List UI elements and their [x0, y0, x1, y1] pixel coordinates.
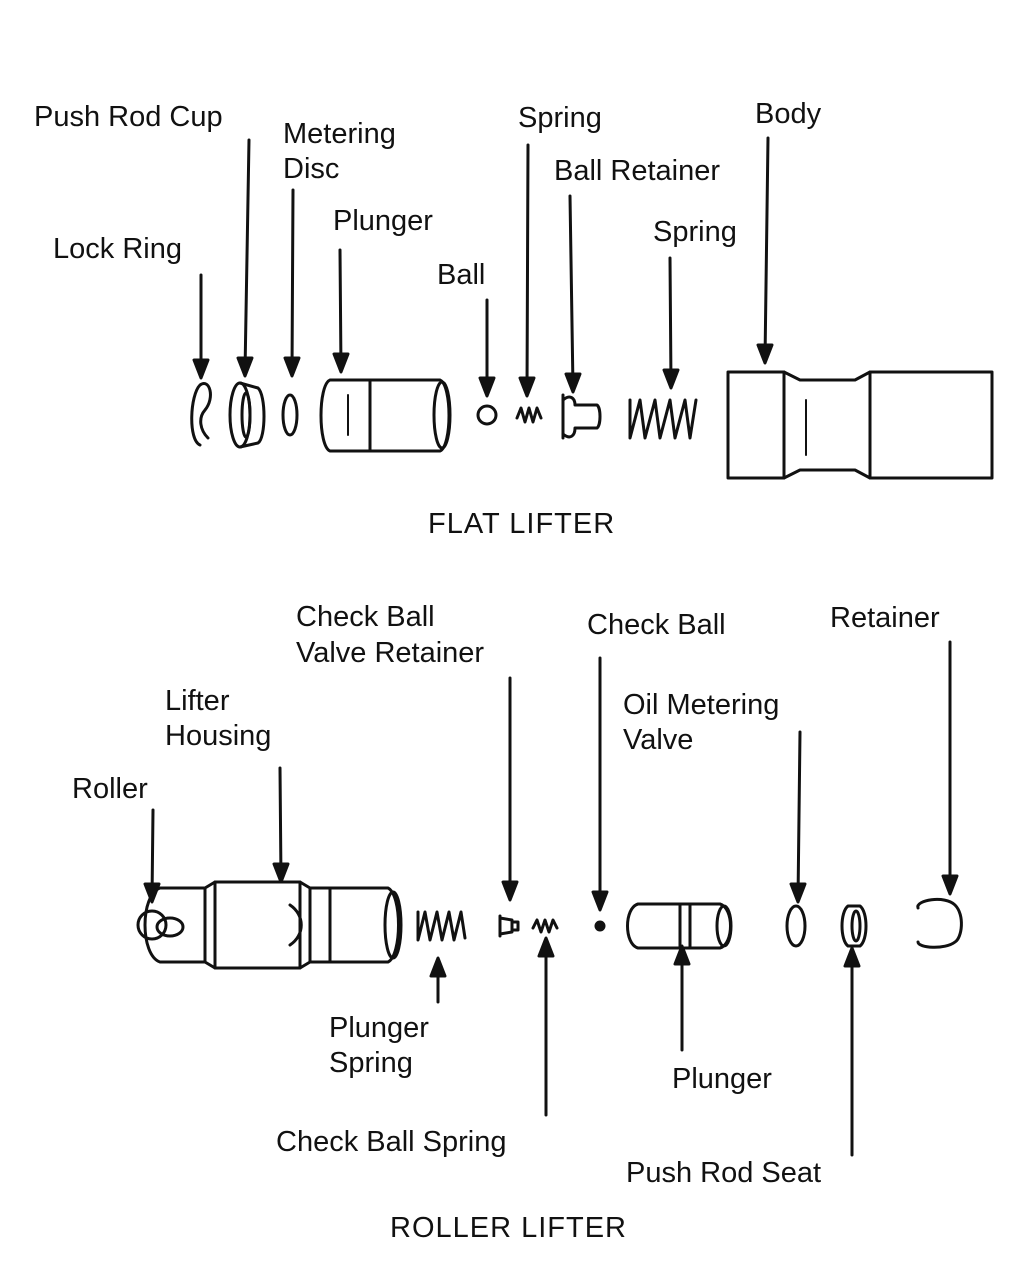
label-metering-disc-line1: Metering — [283, 118, 396, 150]
label-plunger-spring-line1: Plunger — [329, 1012, 429, 1044]
caption-flat-lifter: FLAT LIFTER — [428, 508, 616, 540]
roller-arrows — [143, 640, 959, 1157]
label-roller-plunger: Plunger — [672, 1063, 772, 1095]
flat-push-rod-cup — [228, 381, 266, 449]
roller-push-rod-seat — [840, 904, 868, 948]
roller-plunger — [626, 902, 733, 950]
label-oil-metering-valve-line2: Valve — [623, 724, 694, 756]
label-roller: Roller — [72, 773, 148, 805]
label-lifter-housing-line2: Housing — [165, 720, 272, 752]
label-plunger-spring-line2: Spring — [329, 1047, 413, 1079]
flat-metering-disc — [281, 393, 299, 437]
flat-ball-retainer — [561, 393, 602, 440]
label-metering-disc-line2: Disc — [283, 153, 340, 185]
label-oil-metering-valve-line1: Oil Metering — [623, 689, 780, 721]
label-check-ball: Check Ball — [587, 609, 726, 641]
flat-plunger — [319, 378, 452, 453]
flat-arrows — [192, 136, 774, 398]
roller-lifter-housing — [136, 880, 403, 970]
roller-oil-metering-valve — [785, 904, 807, 948]
roller-check-ball-valve-retainer — [498, 914, 520, 938]
roller-check-ball — [594, 920, 606, 932]
label-flat-plunger: Plunger — [333, 205, 433, 237]
flat-small-spring — [515, 406, 543, 424]
label-ball-retainer: Ball Retainer — [554, 155, 721, 187]
caption-roller-lifter: ROLLER LIFTER — [390, 1212, 627, 1244]
roller-plunger-spring — [416, 910, 467, 942]
flat-lock-ring — [190, 382, 212, 447]
flat-body — [726, 370, 994, 480]
label-push-rod-seat: Push Rod Seat — [626, 1157, 822, 1189]
label-lock-ring: Lock Ring — [53, 233, 182, 265]
label-retainer: Retainer — [830, 602, 940, 634]
label-lifter-housing-line1: Lifter — [165, 685, 230, 717]
label-check-ball-spring: Check Ball Spring — [276, 1126, 507, 1158]
label-push-rod-cup: Push Rod Cup — [34, 101, 223, 133]
label-body: Body — [755, 98, 822, 130]
label-ball: Ball — [437, 259, 486, 291]
roller-retainer-clip — [916, 897, 963, 949]
label-check-ball-valve-retainer-line1: Check Ball — [296, 601, 435, 633]
flat-ball — [476, 404, 498, 426]
label-check-ball-valve-retainer-line2: Valve Retainer — [296, 637, 485, 669]
label-spring-lower: Spring — [653, 216, 737, 248]
roller-check-ball-spring — [531, 918, 559, 934]
flat-large-spring — [628, 398, 698, 440]
label-spring-top: Spring — [518, 102, 602, 134]
